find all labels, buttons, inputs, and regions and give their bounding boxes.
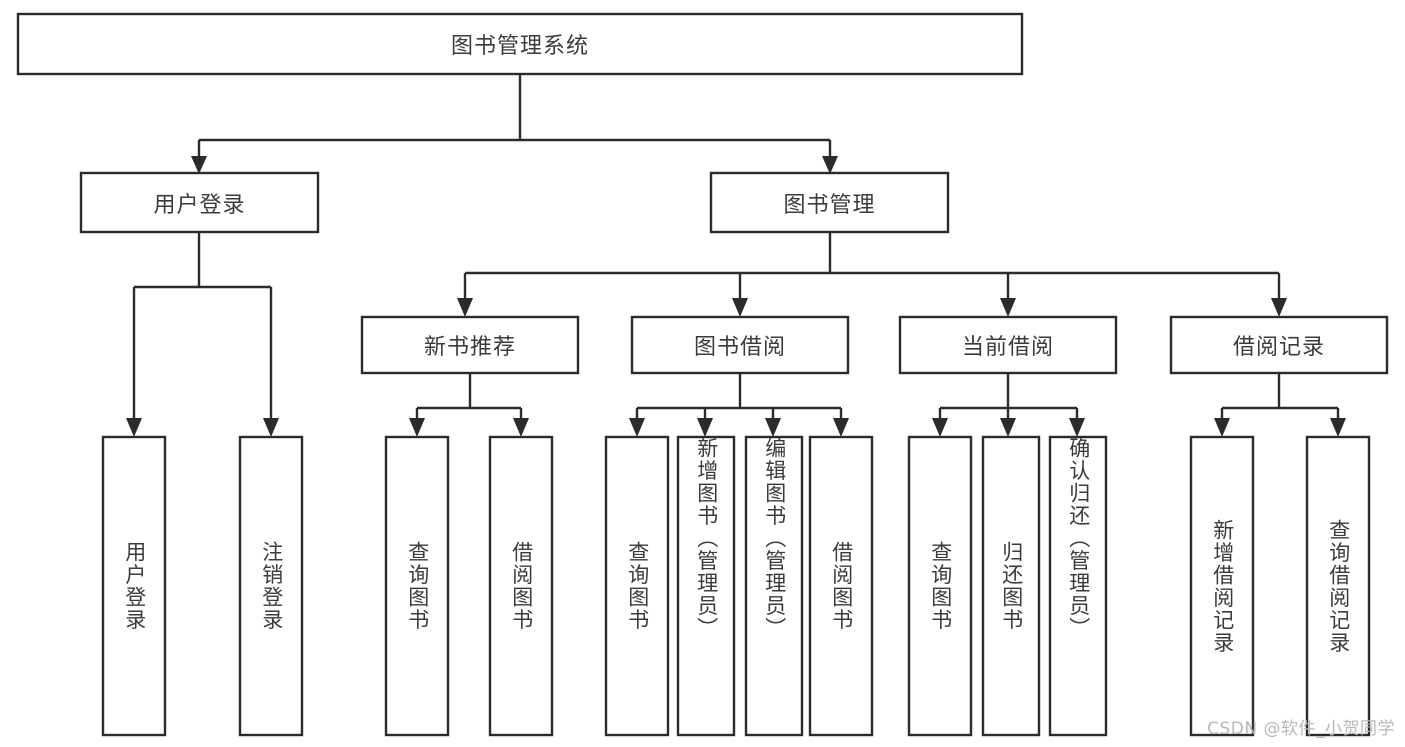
node-box-leaf-borrow-record-2[interactable] xyxy=(1305,435,1371,737)
node-box-layer xyxy=(16,12,1389,737)
arrow-borrow-record xyxy=(1271,298,1287,317)
arrow-current-borrow-leaf-2 xyxy=(1000,418,1016,437)
node-box-borrow-record[interactable] xyxy=(1169,315,1389,375)
node-box-leaf-borrow-record-1[interactable] xyxy=(1189,435,1255,737)
node-box-current-borrow[interactable] xyxy=(898,315,1118,375)
node-box-book-manage[interactable] xyxy=(709,171,950,234)
arrow-book-borrow-leaf-2 xyxy=(697,418,713,437)
node-box-leaf-user-login-1[interactable] xyxy=(101,435,167,737)
arrow-borrow-record-leaf-2 xyxy=(1330,418,1346,437)
arrow-book-borrow xyxy=(732,298,748,317)
node-box-leaf-new-book-2[interactable] xyxy=(488,435,554,737)
node-box-leaf-book-borrow-2[interactable] xyxy=(676,435,736,737)
arrow-book-borrow-leaf-3 xyxy=(765,418,781,437)
arrow-new-book xyxy=(457,298,473,317)
arrow-user-login-leaf-2 xyxy=(263,418,279,437)
node-box-leaf-current-borrow-3[interactable] xyxy=(1048,435,1108,737)
node-box-user-login[interactable] xyxy=(79,171,320,234)
arrow-current-borrow-leaf-1 xyxy=(932,418,948,437)
arrow-current-borrow-leaf-3 xyxy=(1069,418,1085,437)
arrow-borrow-record-leaf-1 xyxy=(1214,418,1230,437)
arrow-new-book-leaf-2 xyxy=(513,418,529,437)
node-box-new-book-recommend[interactable] xyxy=(360,315,580,375)
node-box-leaf-book-borrow-3[interactable] xyxy=(744,435,804,737)
node-box-book-borrow[interactable] xyxy=(630,315,850,375)
node-box-leaf-current-borrow-2[interactable] xyxy=(981,435,1041,737)
arrow-book-borrow-leaf-1 xyxy=(629,418,645,437)
node-box-leaf-current-borrow-1[interactable] xyxy=(907,435,973,737)
arrow-current-borrow xyxy=(1000,298,1016,317)
node-box-root[interactable] xyxy=(16,12,1024,76)
node-box-leaf-book-borrow-1[interactable] xyxy=(604,435,670,737)
arrow-to-book-manage xyxy=(822,156,838,174)
node-box-leaf-new-book-1[interactable] xyxy=(384,435,450,737)
node-box-leaf-user-login-2[interactable] xyxy=(238,435,304,737)
arrow-book-borrow-leaf-4 xyxy=(833,418,849,437)
arrow-user-login-leaf-1 xyxy=(126,418,142,437)
connector-layer xyxy=(126,74,1346,437)
arrow-new-book-leaf-1 xyxy=(409,418,425,437)
arrow-to-user-login xyxy=(191,156,207,174)
node-box-leaf-book-borrow-4[interactable] xyxy=(808,435,874,737)
